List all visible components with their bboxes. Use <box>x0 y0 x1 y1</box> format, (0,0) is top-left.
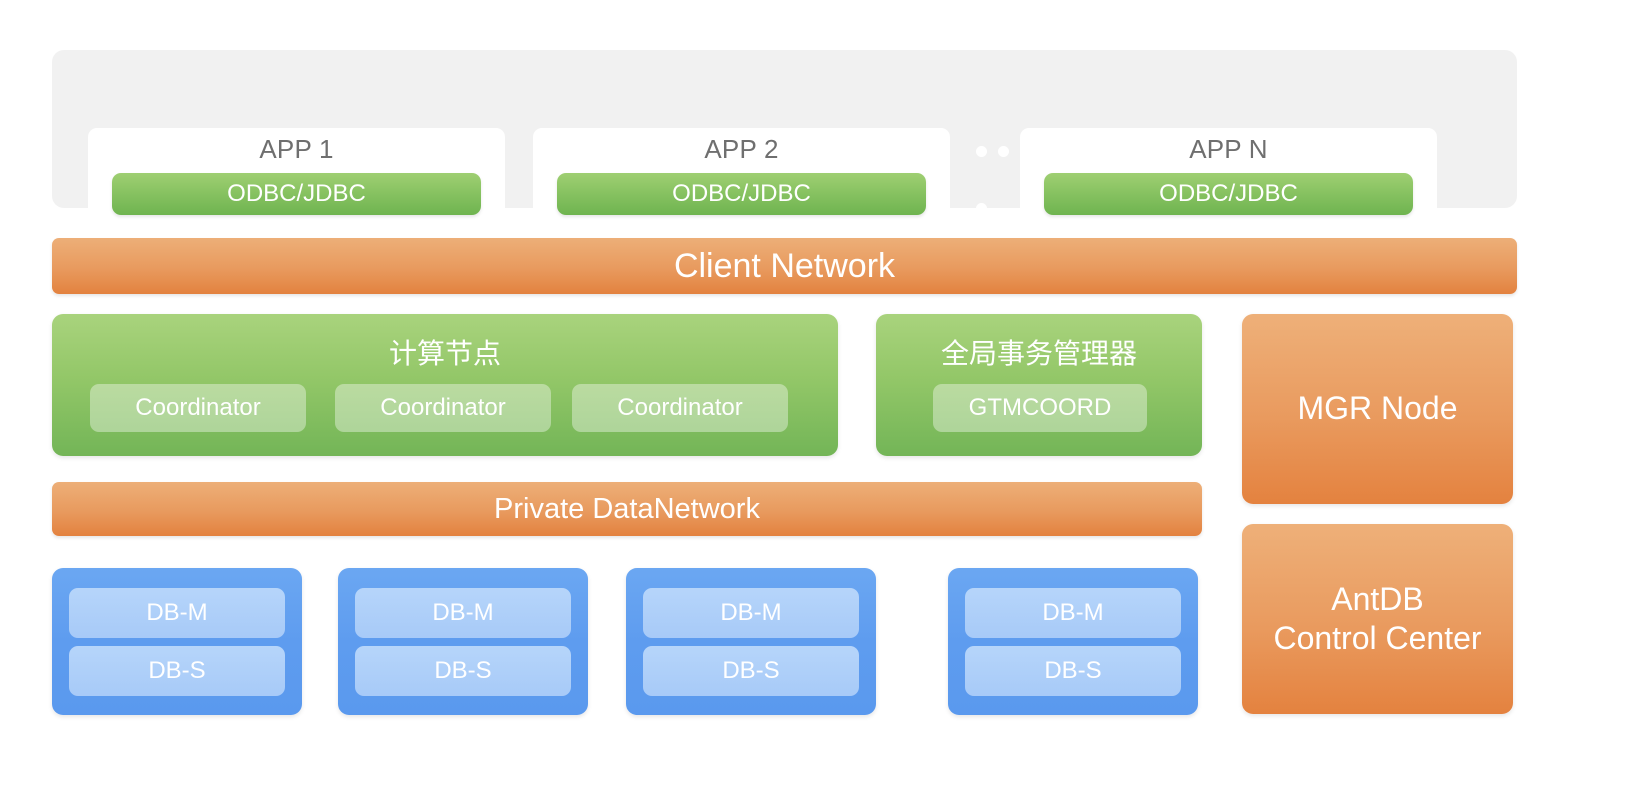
private-datanetwork-bar: Private DataNetwork <box>52 482 1202 536</box>
db-slave-node[interactable]: DB-S <box>965 645 1181 696</box>
mgr-node-label: MGR Node <box>1297 390 1458 427</box>
antdb-control-center-line2: Control Center <box>1273 620 1482 656</box>
db-cluster-2[interactable]: DB-M DB-S <box>338 568 588 715</box>
db-cluster-1[interactable]: DB-M DB-S <box>52 568 302 715</box>
app-layer-panel: APP 1 ODBC/JDBC APP 2 ODBC/JDBC APP N OD… <box>52 50 1517 230</box>
coordinator-node-1[interactable]: Coordinator <box>90 384 306 432</box>
app-card-1[interactable]: APP 1 ODBC/JDBC <box>88 128 505 230</box>
odbc-jdbc-connector[interactable]: ODBC/JDBC <box>557 173 926 215</box>
app-card-title: APP N <box>1189 134 1268 164</box>
db-master-node[interactable]: DB-M <box>355 587 571 638</box>
gtmcoord-node[interactable]: GTMCOORD <box>933 384 1147 432</box>
ellipsis-dot-icon <box>976 203 987 214</box>
antdb-control-center-card[interactable]: AntDB Control Center <box>1242 524 1513 714</box>
db-cluster-3[interactable]: DB-M DB-S <box>626 568 876 715</box>
app-card-n[interactable]: APP N ODBC/JDBC <box>1020 128 1437 230</box>
db-slave-node[interactable]: DB-S <box>69 645 285 696</box>
gtm-panel: 全局事务管理器 GTMCOORD <box>876 314 1202 456</box>
db-master-node[interactable]: DB-M <box>69 587 285 638</box>
odbc-jdbc-connector[interactable]: ODBC/JDBC <box>1044 173 1413 215</box>
odbc-jdbc-connector[interactable]: ODBC/JDBC <box>112 173 481 215</box>
compute-node-panel: 计算节点 Coordinator Coordinator Coordinator <box>52 314 838 456</box>
gtm-title: 全局事务管理器 <box>940 338 1137 369</box>
app-card-title: APP 2 <box>704 134 779 164</box>
db-cluster-4[interactable]: DB-M DB-S <box>948 568 1198 715</box>
app-card-title: APP 1 <box>259 134 334 164</box>
mgr-node-card[interactable]: MGR Node <box>1242 314 1513 504</box>
ellipsis-dot-icon <box>998 146 1009 157</box>
compute-node-title: 计算节点 <box>388 338 501 369</box>
ellipsis-dot-icon <box>976 146 987 157</box>
antdb-control-center-line1: AntDB <box>1331 580 1424 617</box>
db-slave-node[interactable]: DB-S <box>643 645 859 696</box>
antdb-control-center-text: AntDB Control Center <box>1273 580 1481 658</box>
app-card-2[interactable]: APP 2 ODBC/JDBC <box>533 128 950 230</box>
client-network-bar: Client Network <box>52 238 1517 294</box>
private-datanetwork-label: Private DataNetwork <box>494 492 760 525</box>
db-master-node[interactable]: DB-M <box>965 587 1181 638</box>
db-master-node[interactable]: DB-M <box>643 587 859 638</box>
client-network-label: Client Network <box>673 246 896 285</box>
coordinator-node-2[interactable]: Coordinator <box>335 384 551 432</box>
db-slave-node[interactable]: DB-S <box>355 645 571 696</box>
coordinator-node-3[interactable]: Coordinator <box>572 384 788 432</box>
